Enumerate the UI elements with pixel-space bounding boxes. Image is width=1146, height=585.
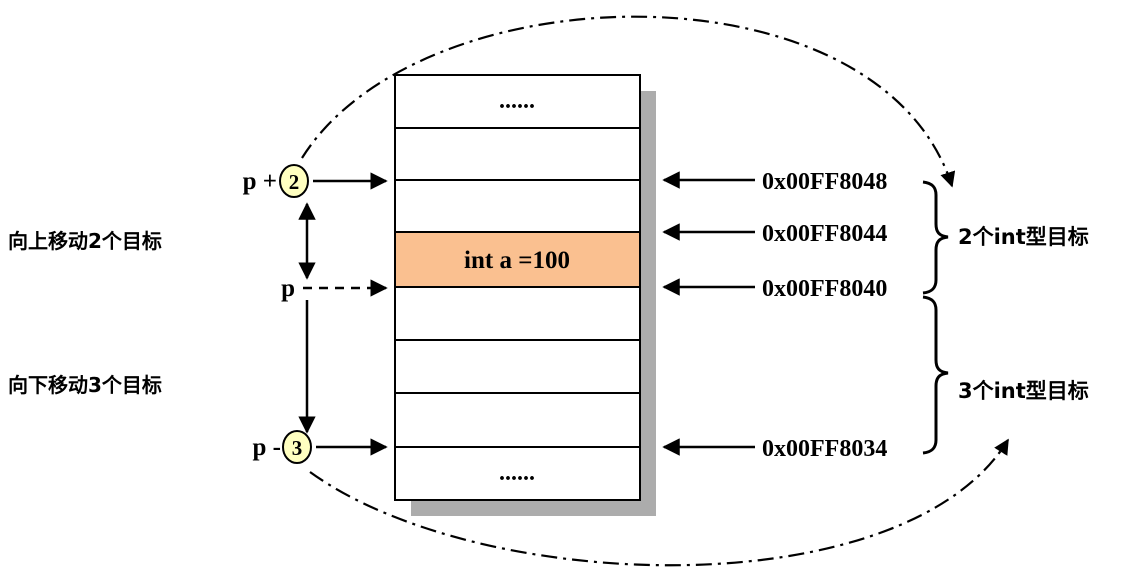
memory-cell-int-a — [394, 231, 641, 288]
address-label-1: 0x00FF8048 — [762, 169, 887, 195]
offset-badge-3-value: 3 — [292, 436, 303, 460]
label-move-up: 向上移动2个目标 — [8, 229, 162, 253]
int-a-value: int a =100 — [464, 247, 570, 274]
label-group-two-int: 2个int型目标 — [958, 225, 1089, 249]
label-group-three-int: 3个int型目标 — [958, 379, 1089, 403]
ellipsis-bottom: ...... — [499, 460, 535, 486]
curve-top-dashdot — [301, 15, 956, 188]
address-label-4: 0x00FF8034 — [762, 436, 887, 462]
ellipsis-top: ...... — [499, 88, 535, 114]
label-move-down: 向下移动3个目标 — [8, 373, 162, 397]
memory-row-lines — [395, 127, 640, 448]
pointer-p-plus-label: p + — [243, 168, 277, 195]
address-arrows — [662, 171, 755, 456]
offset-badge-2 — [279, 164, 309, 198]
brace-3-int — [922, 295, 949, 455]
pointer-p-label: p — [281, 275, 295, 302]
address-label-2: 0x00FF8044 — [762, 221, 887, 247]
address-label-3: 0x00FF8040 — [762, 276, 887, 302]
offset-badge-3 — [282, 430, 312, 464]
brace-2-int — [922, 180, 949, 295]
pointer-p-minus-label: p - — [253, 434, 281, 461]
offset-badge-2-value: 2 — [289, 170, 300, 194]
curve-bottom-dashdot — [309, 438, 1009, 567]
